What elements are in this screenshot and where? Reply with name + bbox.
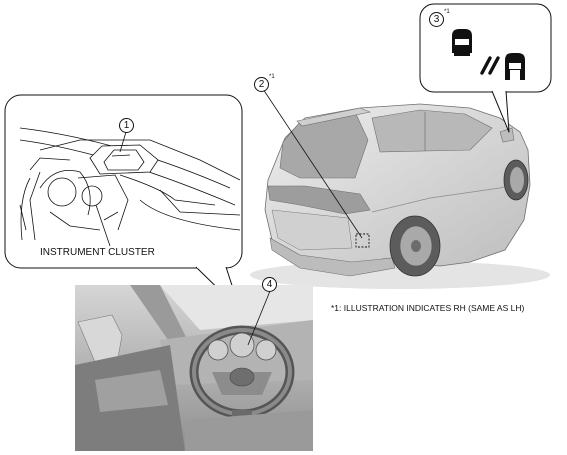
callout-2: 2 — [254, 77, 269, 92]
footnote-text: *1: ILLUSTRATION INDICATES RH (SAME AS L… — [331, 303, 525, 313]
callout-3: 3 — [429, 12, 444, 27]
callout-4: 4 — [262, 277, 277, 292]
callout-1: 1 — [119, 118, 134, 133]
callout-2-footnote-marker: *1 — [269, 74, 275, 80]
callout-box-instrument-cluster — [4, 94, 243, 311]
car-front-icon — [452, 29, 472, 56]
callout-3-footnote-marker: *1 — [444, 9, 450, 15]
signal-waves-icon — [480, 56, 500, 75]
vehicle-illustration — [250, 103, 550, 289]
car-rear-icon — [505, 53, 525, 80]
cockpit-illustration — [75, 285, 313, 451]
leader-lines — [95, 88, 363, 346]
instrument-cluster-label: INSTRUMENT CLUSTER — [40, 247, 155, 258]
